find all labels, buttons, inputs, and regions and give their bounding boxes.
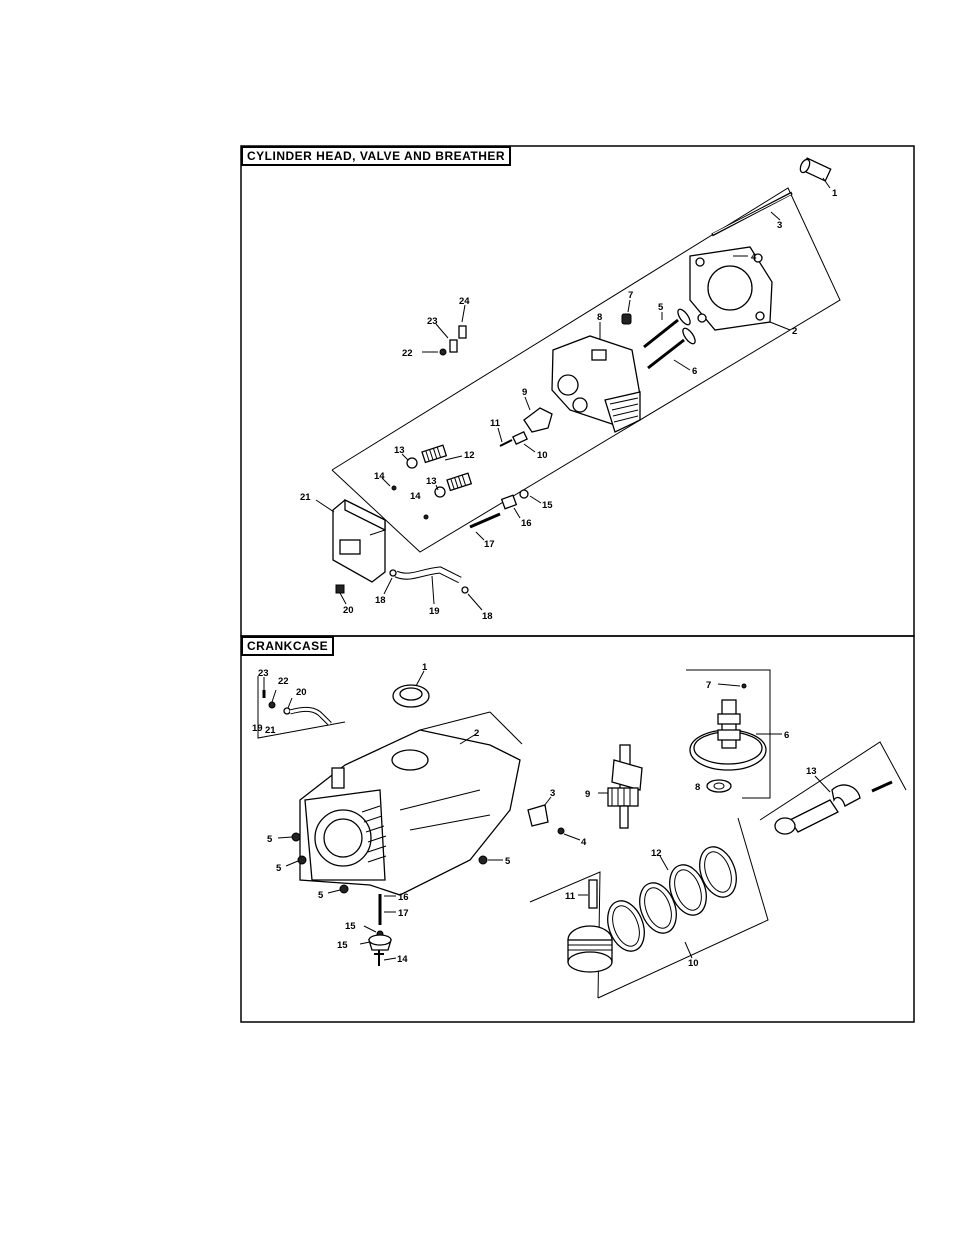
- callout-crank-23: 23: [258, 668, 269, 679]
- callout-crank-5c: 5: [318, 890, 324, 901]
- callout-crank-5d: 5: [505, 856, 511, 867]
- callout-crank-13: 13: [806, 766, 817, 777]
- callout-head-13b: 13: [426, 476, 437, 487]
- callout-crank-6: 6: [784, 730, 789, 741]
- head-gasket-part: [690, 247, 772, 330]
- callout-crank-15a: 15: [345, 921, 356, 932]
- callout-crank-19: 19: [252, 723, 263, 734]
- callout-crank-14: 14: [397, 954, 408, 965]
- callout-crank-15b: 15: [337, 940, 348, 951]
- cylinder-head-drawing: 1 3 4 2 5 6 7 8 9 10 11 12 13 13 14 14 1…: [300, 158, 840, 622]
- callout-crank-4: 4: [581, 837, 587, 848]
- callout-crank-10: 10: [688, 958, 699, 969]
- callout-head-18b: 18: [482, 611, 493, 622]
- crankshaft-part: [608, 745, 642, 828]
- callout-head-15: 15: [542, 500, 553, 511]
- callout-head-22: 22: [402, 348, 413, 359]
- callout-head-11: 11: [490, 418, 501, 429]
- callout-crank-16: 16: [398, 892, 409, 903]
- callout-crank-2: 2: [474, 728, 479, 739]
- piston-part: [568, 926, 612, 972]
- callout-crank-9: 9: [585, 789, 590, 800]
- piston-rings-part: [601, 842, 743, 956]
- callout-head-17: 17: [484, 539, 495, 550]
- callout-head-16: 16: [521, 518, 532, 529]
- callout-crank-17: 17: [398, 908, 409, 919]
- camshaft-part: [690, 700, 766, 770]
- callout-head-20: 20: [343, 605, 354, 616]
- crankcase-block-part: [300, 712, 522, 895]
- callout-head-4: 4: [751, 252, 757, 263]
- callout-head-5: 5: [658, 302, 664, 313]
- callout-head-19: 19: [429, 606, 440, 617]
- callout-head-13a: 13: [394, 445, 405, 456]
- callout-head-9: 9: [522, 387, 527, 398]
- callout-head-1: 1: [832, 188, 838, 199]
- connecting-rod-part: [775, 782, 892, 834]
- callout-head-3: 3: [777, 220, 782, 231]
- callout-head-6: 6: [692, 366, 697, 377]
- callout-head-21: 21: [300, 492, 311, 503]
- callout-head-18a: 18: [375, 595, 386, 606]
- callout-head-2: 2: [792, 326, 797, 337]
- callout-head-23: 23: [427, 316, 438, 327]
- callout-head-10: 10: [537, 450, 548, 461]
- callout-crank-21: 21: [265, 725, 276, 736]
- callout-crank-20: 20: [296, 687, 307, 698]
- breather-tube-part: [798, 158, 830, 181]
- callout-crank-22: 22: [278, 676, 289, 687]
- callout-head-7: 7: [628, 290, 633, 301]
- callout-head-12: 12: [464, 450, 475, 461]
- callout-crank-5a: 5: [267, 834, 273, 845]
- callout-crank-8: 8: [695, 782, 700, 793]
- section-title-crankcase: CRANKCASE: [241, 636, 334, 656]
- callout-head-8: 8: [597, 312, 602, 323]
- callout-crank-12: 12: [651, 848, 662, 859]
- section-title-cylinder-head: CYLINDER HEAD, VALVE AND BREATHER: [241, 146, 511, 166]
- callout-head-14a: 14: [374, 471, 385, 482]
- callout-head-14b: 14: [410, 491, 421, 502]
- crankcase-drawing: 1 2 3 4 5 5 5 5 6 7 8 9 10 11 12 13 14 1…: [252, 662, 906, 998]
- callout-crank-7: 7: [706, 680, 711, 691]
- callout-crank-3: 3: [550, 788, 555, 799]
- callout-crank-5b: 5: [276, 863, 282, 874]
- cylinder-head-part: [552, 336, 640, 432]
- callout-crank-1: 1: [422, 662, 428, 673]
- callout-head-24: 24: [459, 296, 470, 307]
- callout-crank-11: 11: [565, 891, 576, 902]
